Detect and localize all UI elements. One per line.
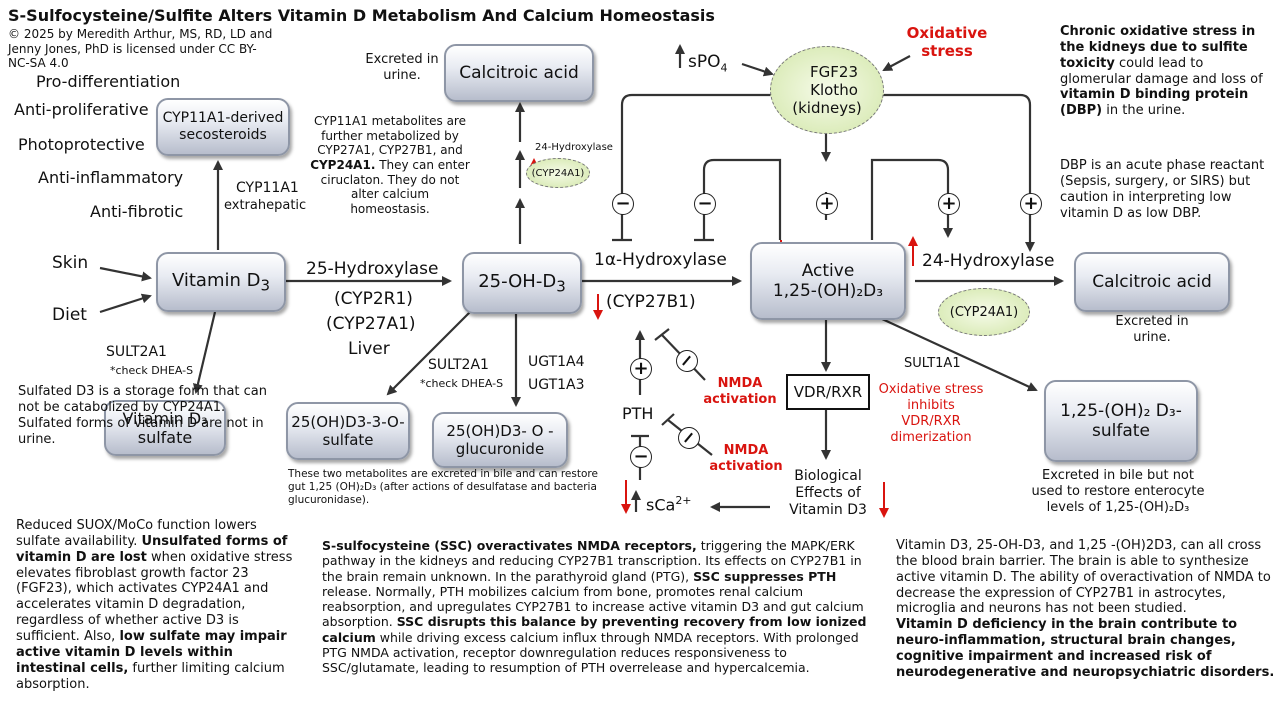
pth-label: PTH bbox=[622, 404, 654, 423]
oh-d3-label: 25-OH-D3 bbox=[478, 270, 566, 296]
excreted-bile-label: Excreted in bile but not used to restore… bbox=[1031, 468, 1205, 515]
effect-photoprotective: Photoprotective bbox=[18, 135, 145, 154]
calcitroic-acid-top-box: Calcitroic acid bbox=[444, 44, 594, 102]
stimulate-symbol-1: + bbox=[816, 193, 838, 215]
excreted-top-label: Excreted in urine. bbox=[365, 52, 439, 83]
nmda-activation-2: NMDA activation bbox=[709, 443, 783, 474]
check-dhea-left: *check DHEA-S bbox=[110, 364, 194, 377]
oxidative-vdr-label: Oxidative stress inhibits VDR/RXR dimeri… bbox=[878, 382, 984, 445]
hydroxylase24-small-label: 24-Hydroxylase bbox=[535, 142, 613, 153]
vitamin-d3-box: Vitamin D3 bbox=[156, 252, 286, 312]
cyp24a1-ellipse: (CYP24A1) bbox=[938, 288, 1030, 336]
dbp-note: DBP is an acute phase reactant (Sepsis, … bbox=[1060, 158, 1265, 221]
ugt1a4-label: UGT1A4 bbox=[528, 354, 585, 370]
vitamin-d3-sulfate-box: Vitamin D₃ sulfate bbox=[104, 400, 226, 456]
oxidative-stress-label: Oxidative stress bbox=[906, 24, 988, 61]
spo4-label: sPO4 bbox=[688, 52, 728, 75]
cyp11a1-label: CYP11A1 bbox=[236, 180, 299, 196]
excreted-right-label: Excreted in urine. bbox=[1115, 314, 1189, 345]
effect-anti-proliferative: Anti-proliferative bbox=[14, 100, 149, 119]
cyp2r1-label: (CYP2R1) bbox=[334, 289, 413, 309]
inhibit-symbol-2: − bbox=[694, 193, 716, 215]
stimulate-symbol-2: + bbox=[938, 193, 960, 215]
pth-stimulate-symbol: + bbox=[630, 358, 652, 380]
cyp27b1-label: (CYP27B1) bbox=[606, 292, 696, 312]
fgf23-klotho-ellipse: FGF23 Klotho (kidneys) bbox=[770, 46, 884, 134]
liver-label: Liver bbox=[348, 339, 390, 359]
metabolites-note: These two metabolites are excreted in bi… bbox=[288, 468, 598, 506]
effect-pro-differentiation: Pro-differentiation bbox=[36, 72, 181, 91]
cyp11a1-note: CYP11A1 metabolites are further metaboli… bbox=[310, 114, 470, 216]
vitamin-d3-label: Vitamin D3 bbox=[171, 269, 271, 295]
credit-line: © 2025 by Meredith Arthur, MS, RD, LD an… bbox=[8, 27, 273, 71]
sult2a1-left-label: SULT2A1 bbox=[106, 344, 167, 360]
fgf23-label: FGF23 bbox=[810, 63, 858, 81]
nmda-activation-1: NMDA activation bbox=[703, 376, 777, 407]
active-label: Active bbox=[801, 260, 855, 281]
active-vitamin-d-box: Active 1,25-(OH)₂D₃ bbox=[750, 242, 906, 320]
diagram-title: S-Sulfocysteine/Sulfite Alters Vitamin D… bbox=[8, 6, 715, 25]
source-skin: Skin bbox=[52, 253, 89, 273]
chronic-note: Chronic oxidative stress in the kidneys … bbox=[1060, 24, 1263, 119]
ugt1a3-label: UGT1A3 bbox=[528, 377, 585, 393]
sca-label: sCa2+ bbox=[646, 494, 692, 515]
source-diet: Diet bbox=[52, 305, 87, 325]
middle-paragraph: S-sulfocysteine (SSC) overactivates NMDA… bbox=[322, 538, 867, 675]
vdr-rxr-box: VDR/RXR bbox=[786, 374, 870, 410]
oh-d3-box: 25-OH-D3 bbox=[462, 252, 582, 314]
oh-d3-glucuronide-box: 25(OH)D3- O -glucuronide bbox=[432, 412, 568, 468]
sca-inhibit-symbol: − bbox=[630, 446, 652, 468]
sult1a1-label: SULT1A1 bbox=[904, 356, 961, 371]
hydroxylase25-label: 25-Hydroxylase bbox=[306, 259, 439, 279]
check-dhea-mid: *check DHEA-S bbox=[420, 377, 504, 390]
stimulate-symbol-3: + bbox=[1020, 193, 1042, 215]
effect-anti-inflammatory: Anti-inflammatory bbox=[38, 168, 184, 187]
extrahepatic-label: extrahepatic bbox=[224, 198, 307, 213]
right-paragraph: Vitamin D3, 25-OH-D3, and 1,25 -(OH)2D3,… bbox=[896, 538, 1275, 680]
oh-d3-sulfate-box: 25(OH)D3-3-O-sulfate bbox=[286, 402, 410, 460]
storage-note: Sulfated D3 is a storage form that can n… bbox=[18, 384, 267, 447]
cyp24a1-small-ellipse: (CYP24A1) bbox=[526, 158, 590, 188]
cyp11a1-secosteroids-box: CYP11A1-derived secosteroids bbox=[156, 98, 290, 156]
sulfate-125-box: 1,25-(OH)₂ D₃-sulfate bbox=[1044, 380, 1198, 462]
biological-effects-label: Biological Effects of Vitamin D3 bbox=[789, 468, 867, 519]
effect-anti-fibrotic: Anti-fibrotic bbox=[90, 202, 184, 221]
hydroxylase1a-label: 1α-Hydroxylase bbox=[594, 250, 727, 270]
kidneys-label: (kidneys) bbox=[792, 99, 862, 117]
active-formula: 1,25-(OH)₂D₃ bbox=[772, 281, 884, 301]
sult2a1-mid-label: SULT2A1 bbox=[428, 357, 489, 373]
inhibit-symbol-1: − bbox=[612, 193, 634, 215]
cyp27a1-label: (CYP27A1) bbox=[326, 314, 416, 334]
hydroxylase24-label: 24-Hydroxylase bbox=[922, 251, 1055, 271]
calcitroic-acid-right-box: Calcitroic acid bbox=[1074, 252, 1230, 312]
left-paragraph: Reduced SUOX/MoCo function lowers sulfat… bbox=[16, 518, 293, 692]
klotho-label: Klotho bbox=[810, 81, 858, 99]
